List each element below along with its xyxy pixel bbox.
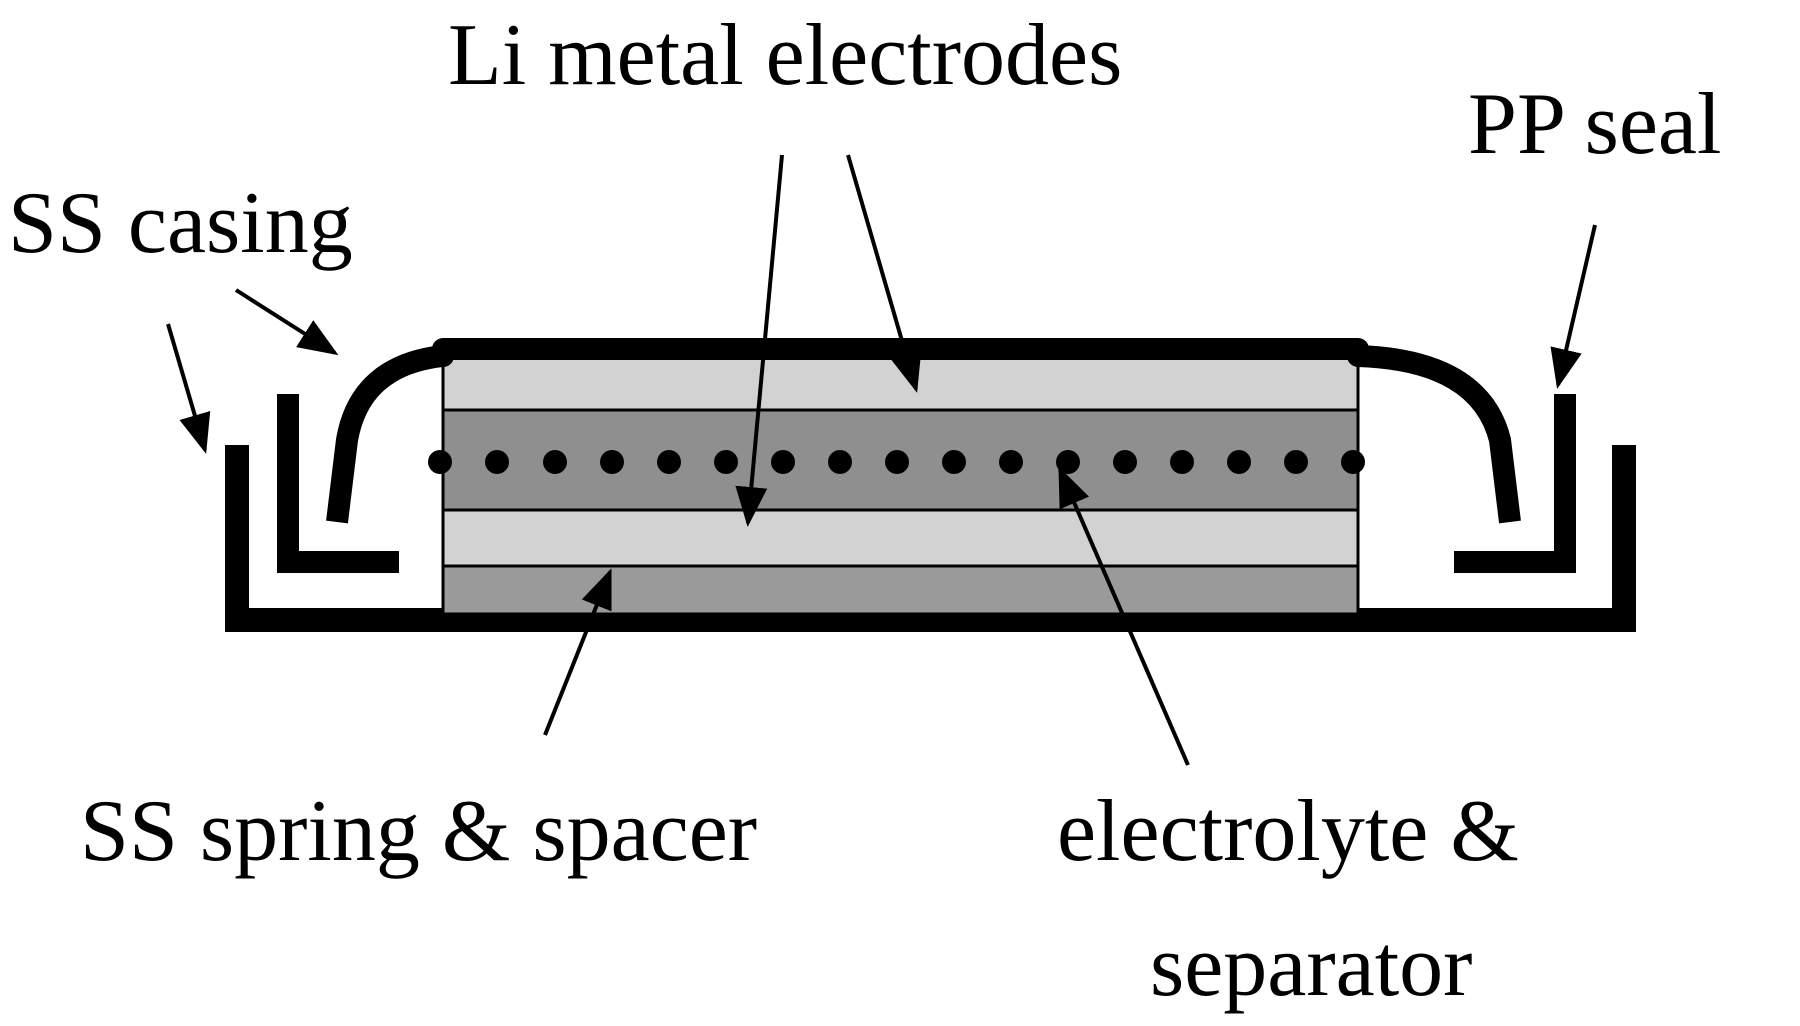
label-li-metal-electrodes: Li metal electrodes	[448, 7, 1122, 104]
arrow-li-to-top-electrode	[846, 154, 922, 393]
electrolyte-dots	[428, 450, 1365, 474]
arrow-ss-casing-cup	[166, 323, 211, 454]
top-casing-lid	[326, 338, 1521, 524]
pp-seal-left	[277, 394, 399, 573]
arrow-ss-spring-spacer	[543, 568, 612, 736]
arrow-li-to-bottom-electrode	[735, 154, 784, 527]
label-pp-seal: PP seal	[1468, 76, 1721, 173]
label-electrolyte-line1: electrolyte &	[1057, 783, 1519, 880]
outer-casing-cup	[225, 445, 1636, 632]
leader-arrows	[166, 154, 1597, 766]
arrow-electrolyte-separator	[1058, 466, 1190, 766]
label-electrolyte-line2: separator	[1150, 918, 1472, 1015]
label-ss-spring-spacer: SS spring & spacer	[80, 783, 757, 880]
bottom-li-electrode	[441, 508, 1360, 568]
arrow-pp-seal	[1550, 224, 1597, 389]
ss-spring-spacer-layer	[441, 564, 1360, 616]
label-ss-casing: SS casing	[8, 175, 353, 272]
arrow-ss-casing-lid	[234, 288, 339, 356]
top-li-electrode	[441, 354, 1360, 412]
pp-seal-right	[1454, 394, 1576, 573]
